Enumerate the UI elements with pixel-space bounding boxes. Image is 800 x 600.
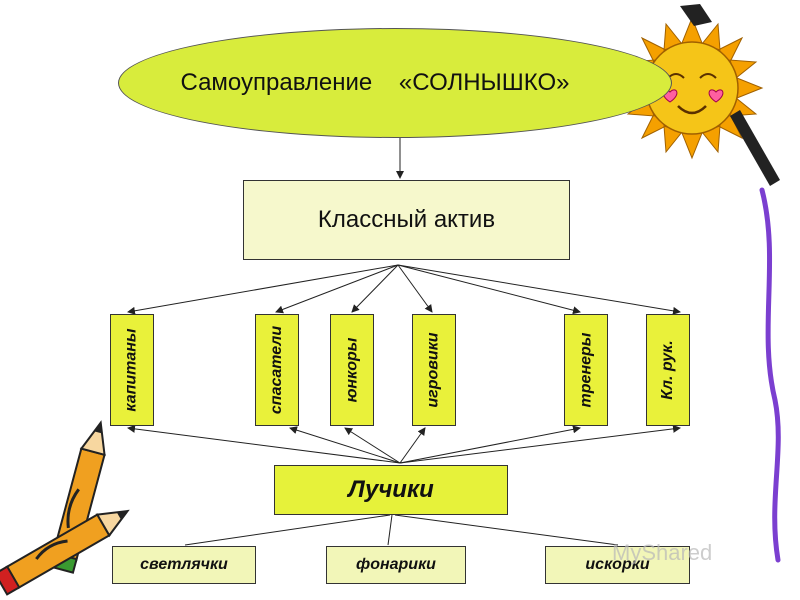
role-box-yunkory: юнкоры bbox=[330, 314, 374, 426]
root-oval: Самоуправление «СОЛНЫШКО» bbox=[118, 28, 672, 138]
role-label: капитаны bbox=[123, 328, 141, 412]
role-label: игровики bbox=[425, 332, 442, 408]
role-box-igroviki: игровики bbox=[412, 314, 456, 426]
class-activ-box: Классный актив bbox=[243, 180, 570, 260]
role-label: юнкоры bbox=[343, 337, 361, 403]
group-label: светлячки bbox=[140, 556, 228, 573]
luchiki-box: Лучики bbox=[274, 465, 508, 515]
luchiki-label: Лучики bbox=[348, 476, 434, 503]
watermark: MyShared bbox=[612, 540, 713, 565]
role-label: спасатели bbox=[268, 325, 286, 415]
group-label: фонарики bbox=[356, 556, 436, 573]
role-label: Кл. рук. bbox=[659, 340, 676, 400]
group-box-iskorki: искорки bbox=[545, 546, 690, 584]
class-activ-label: Классный актив bbox=[317, 206, 496, 233]
group-box-svetlyachki: светлячки bbox=[112, 546, 256, 584]
role-box-kapitany: капитаны bbox=[110, 314, 154, 426]
role-box-trenery: тренеры bbox=[564, 314, 608, 426]
group-box-fonariki: фонарики bbox=[326, 546, 466, 584]
root-title: Самоуправление «СОЛНЫШКО» bbox=[180, 69, 570, 96]
role-label: тренеры bbox=[577, 332, 594, 408]
role-box-kl-ruk: Кл. рук. bbox=[646, 314, 690, 426]
group-label: искорки bbox=[585, 556, 650, 573]
purple-crayon-line bbox=[759, 187, 781, 563]
role-box-spasateli: спасатели bbox=[255, 314, 299, 426]
pencils-clipart bbox=[0, 420, 130, 596]
